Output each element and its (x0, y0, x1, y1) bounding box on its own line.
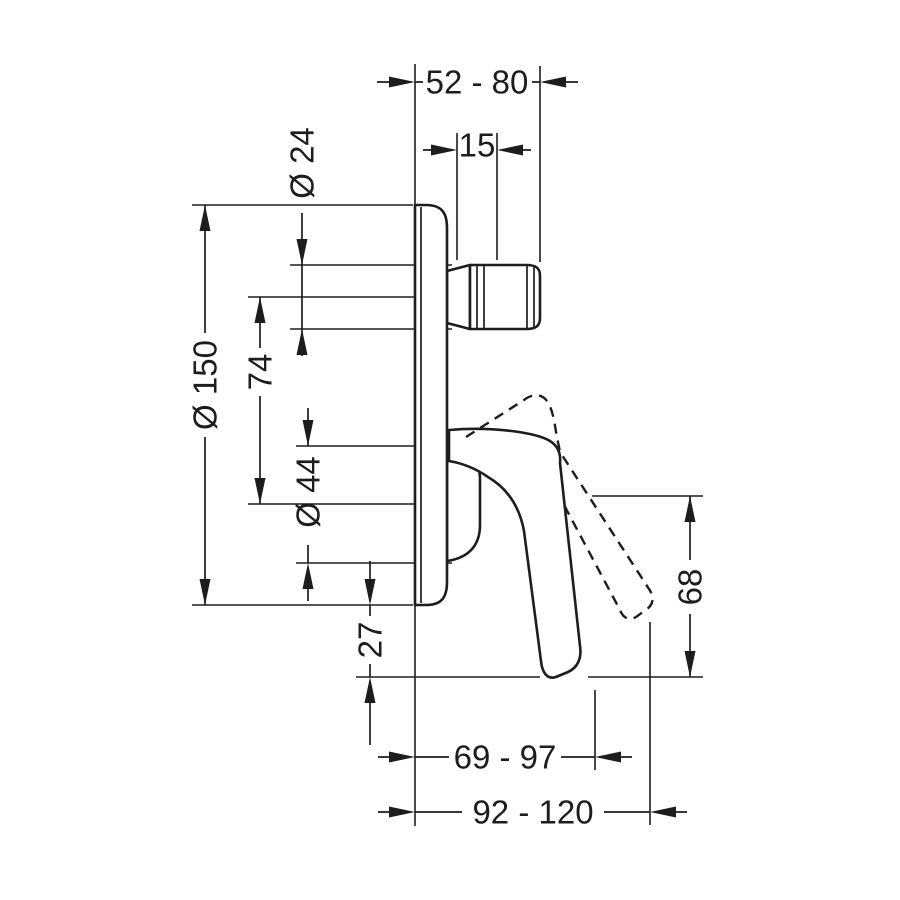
arrowhead-right (389, 76, 415, 88)
arrowhead-down (254, 478, 266, 504)
dim-label-27: 27 (352, 622, 389, 659)
arrowhead-left (650, 806, 676, 818)
arrowhead-left (595, 751, 621, 763)
diverter-knob (468, 263, 542, 331)
dim-label-52-80: 52 - 80 (426, 64, 529, 101)
dim-label-15: 15 (459, 127, 496, 164)
dim-label-diameter-24: Ø 24 (284, 127, 321, 199)
arrowhead-up (364, 677, 376, 703)
dimension-diameter-150: Ø 150 (187, 205, 224, 605)
knob-neck (445, 263, 472, 331)
escutcheon-plate (413, 203, 449, 607)
arrowhead-right (389, 806, 415, 818)
dim-label-diameter-44: Ø 44 (290, 456, 327, 528)
dimension-68: 68 (672, 496, 709, 677)
arrowhead-down (364, 579, 376, 605)
arrowhead-up (199, 205, 211, 231)
dimension-52-80: 52 - 80 (377, 64, 578, 101)
dimension-diameter-44: Ø 44 (290, 408, 327, 601)
extension-lines (192, 64, 703, 826)
mixer-side-view (413, 203, 654, 679)
arrowhead-up (296, 329, 308, 355)
arrowhead-left (497, 144, 523, 156)
dim-label-68: 68 (672, 569, 709, 606)
dimension-74: 74 (242, 297, 279, 504)
dimension-15: 15 (423, 127, 531, 164)
arrowhead-down (296, 239, 308, 265)
dim-label-74: 74 (242, 354, 279, 391)
knob-grip-ridges (476, 265, 535, 329)
dim-label-diameter-150: Ø 150 (187, 340, 224, 430)
arrowhead-right (431, 144, 457, 156)
arrowhead-down (302, 420, 314, 446)
dimension-27: 27 (352, 561, 389, 745)
arrowhead-down (199, 579, 211, 605)
arrowhead-up (254, 297, 266, 323)
arrowhead-up (684, 496, 696, 522)
arrowhead-up (302, 563, 314, 589)
arrowhead-right (389, 751, 415, 763)
arrowhead-down (684, 651, 696, 677)
dimension-diameter-24: Ø 24 (284, 127, 321, 356)
dimension-92-120: 92 - 120 (378, 794, 687, 831)
dim-label-92-120: 92 - 120 (472, 794, 593, 831)
dimension-69-97: 69 - 97 (378, 739, 632, 776)
lever-handle (447, 427, 582, 679)
dim-label-69-97: 69 - 97 (454, 739, 557, 776)
lever-handle-alternate-position (465, 394, 654, 620)
arrowhead-left (540, 76, 566, 88)
